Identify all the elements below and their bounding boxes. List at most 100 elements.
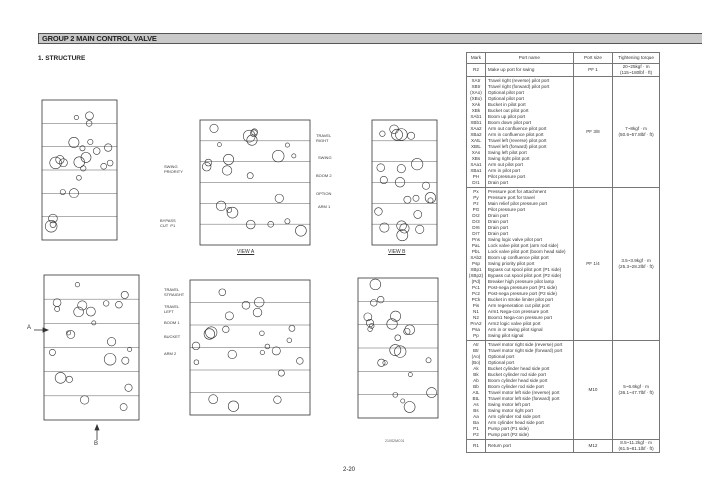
label-option: OPTION xyxy=(316,191,332,196)
port-circle xyxy=(250,128,258,136)
port-circle xyxy=(392,392,399,398)
port-name: Bucket out pilot port xyxy=(487,108,529,113)
port-name: Post-nega pressure port (P2 side) xyxy=(487,291,557,296)
port-circle xyxy=(80,395,90,405)
port-name: Make up port for swing xyxy=(487,67,535,72)
port-mark: (XAo) xyxy=(470,90,482,95)
port-name: Swing left pilot port xyxy=(487,150,527,155)
port-name: Bucket in stroke limiter pilot port xyxy=(487,297,554,302)
port-name-cell: Make up port for swing xyxy=(484,63,574,77)
arrow-b-label: B xyxy=(94,441,99,447)
port-circle xyxy=(66,330,71,336)
col-mark: Mark xyxy=(466,52,486,64)
port-circle xyxy=(59,158,68,168)
port-circle xyxy=(76,175,82,181)
valve-drawings xyxy=(34,99,439,440)
port-mark: XAs xyxy=(471,150,481,155)
table-header-row: Mark Port name Port size Tightening torq… xyxy=(466,52,660,64)
port-circle xyxy=(59,189,66,195)
port-circle xyxy=(396,220,407,231)
port-name: Optional port xyxy=(487,360,515,365)
port-circle xyxy=(223,153,235,165)
port-name: Optional port xyxy=(487,354,515,359)
port-circle xyxy=(411,158,424,171)
port-circle xyxy=(377,296,385,304)
port-mark: (XBp2) xyxy=(468,273,484,278)
port-circle xyxy=(377,358,386,367)
port-circle xyxy=(224,311,234,321)
arrow-a-label: A xyxy=(27,325,32,331)
port-circle xyxy=(52,298,62,307)
label-travel-straight: TRAVEL STRAIGHT xyxy=(164,287,185,297)
port-circle xyxy=(127,346,133,352)
port-circle xyxy=(218,288,227,296)
port-circle xyxy=(86,306,96,317)
port-circle xyxy=(217,142,222,147)
port-mark: XAb1 xyxy=(470,114,482,119)
port-name: Pressure port for attachment xyxy=(487,189,547,194)
port-circle xyxy=(379,130,386,137)
port-name: Bucket in pilot port xyxy=(487,102,526,107)
group-title-bar: GROUP 2 MAIN CONTROL VALVE xyxy=(38,33,702,44)
port-name: Travel left (forward) pilot port xyxy=(487,144,547,149)
port-mark: N2 xyxy=(473,315,479,320)
torque-line: 20~25kgf · m xyxy=(622,64,650,69)
port-circle xyxy=(367,326,373,332)
port-mark: XBk xyxy=(471,108,481,113)
port-circle xyxy=(382,360,388,366)
arrow-b-head xyxy=(94,423,100,431)
port-name: Pilot pressure port xyxy=(487,174,526,179)
tightening-torque: 7~8kgf · m(50.6~57.8lbf · ft) xyxy=(612,76,660,188)
port-circle xyxy=(119,403,128,411)
port-mark: As xyxy=(473,402,479,407)
port-circle xyxy=(68,136,80,148)
port-name: Optional pilot port xyxy=(487,90,524,95)
port-name: Boom down pilot port xyxy=(487,120,532,125)
port-circle xyxy=(426,387,437,398)
port-mark: Dr3 xyxy=(472,219,480,224)
port-name: Boom up confluence pilot port xyxy=(487,255,549,260)
port-size: PF 3/8 xyxy=(572,76,614,188)
port-mark: Py xyxy=(473,195,479,200)
arrow-a-head xyxy=(42,327,50,333)
port-circle xyxy=(273,395,282,404)
port-name: Arm out pilot port xyxy=(487,162,523,167)
torque-line: 5~6.6kgf · m xyxy=(623,384,649,389)
port-circle xyxy=(389,344,402,356)
port-name: Bucket cylinder head side port xyxy=(487,366,550,371)
port-name: Travel motor left side (reverse) port xyxy=(487,390,560,395)
port-circle xyxy=(272,150,285,163)
port-circle xyxy=(369,278,382,291)
port-circle xyxy=(246,134,258,146)
port-circle xyxy=(49,221,57,228)
port-circle xyxy=(250,129,258,137)
port-circle xyxy=(120,291,129,299)
port-circle xyxy=(241,301,251,310)
port-circle xyxy=(404,324,415,335)
port-name: Travel motor right side (forward) port xyxy=(487,348,563,353)
port-circle xyxy=(54,372,67,384)
port-circle xyxy=(226,206,239,219)
port-size: PF 1/4 xyxy=(572,187,614,341)
tightening-torque: 5~6.6kgf · m(36.1~47.7lbf · ft) xyxy=(612,340,660,440)
port-circle xyxy=(103,300,110,307)
port-mark: Pc2 xyxy=(472,291,480,296)
port-mark: R1 xyxy=(473,443,479,448)
port-mark: Px xyxy=(473,189,479,194)
label-arm2: ARM 2 xyxy=(164,351,177,356)
port-circle xyxy=(87,138,94,145)
port-circle xyxy=(277,369,285,377)
port-circle xyxy=(104,143,113,152)
port-mark: Psa xyxy=(472,327,480,332)
port-mark: Dr6 xyxy=(472,225,480,230)
port-mark: PH xyxy=(472,174,480,179)
port-circle xyxy=(85,120,93,127)
torque-line: (36.1~47.7lbf · ft) xyxy=(618,390,654,395)
port-circle xyxy=(415,224,425,234)
port-circle xyxy=(246,172,254,179)
port-mark: Dr7 xyxy=(472,231,480,236)
port-circle xyxy=(100,163,107,170)
port-mark: Pns xyxy=(472,237,480,242)
